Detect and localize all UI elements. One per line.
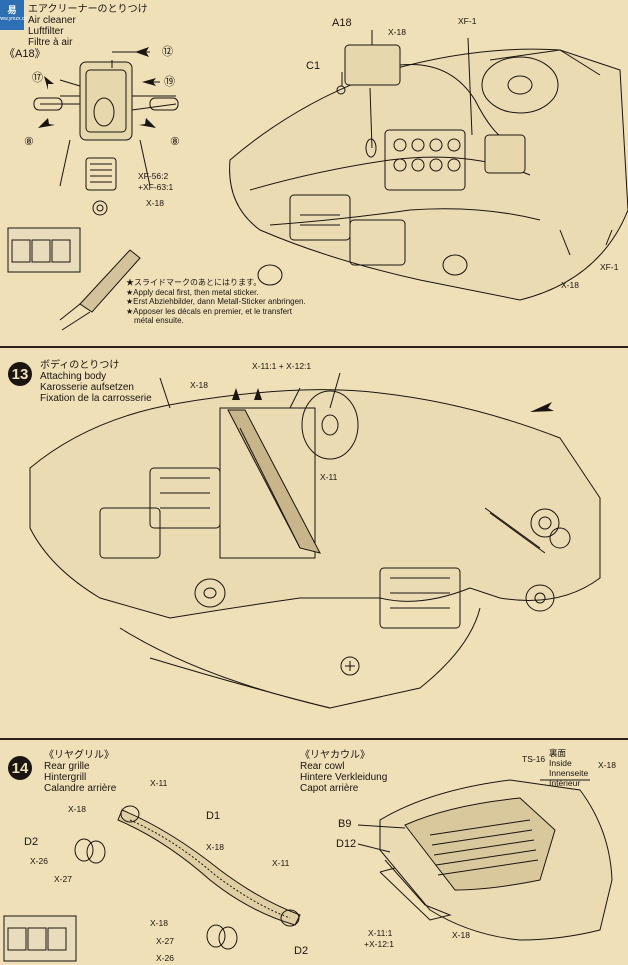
- rear-grille-title-de: Hintergrill: [44, 772, 87, 783]
- step-14-right-title: 《リヤカウル》 Rear cowl Hintere Verkleidung Ca…: [300, 750, 387, 794]
- callout-x18-bottom: X-18: [561, 280, 579, 290]
- callout-xf1-top: XF-1: [458, 16, 477, 26]
- callout-x18-ts: X-18: [598, 760, 616, 770]
- step-13-title-en: Attaching body: [40, 371, 107, 382]
- callout-xf56: XF-56:2: [138, 171, 169, 181]
- callout-12: ⑫: [162, 46, 173, 58]
- callout-x27-b: X-27: [156, 936, 174, 946]
- callout-x18-a: X-18: [68, 804, 86, 814]
- callout-x11-b: X-11: [272, 858, 290, 868]
- step-13-title-jp: ボディのとりつけ: [40, 360, 120, 371]
- callout-x18-cleaner: X-18: [146, 198, 164, 208]
- rear-cowl-title-jp: 《リヤカウル》: [300, 750, 370, 761]
- watermark-text: 易: [7, 5, 17, 15]
- callout-a18: A18: [332, 17, 352, 29]
- decal-note-de: ★Erst Abziehbilder, dann Metall-Sticker …: [126, 297, 306, 306]
- divider-13-14: [0, 738, 628, 740]
- step-12-title-de: Luftfilter: [28, 26, 64, 37]
- decal-notes: ★スライドマークのあとにはります。 ★Apply decal first, th…: [126, 278, 306, 326]
- step-12-panel: エアクリーナーのとりつけ Air cleaner Luftfilter Filt…: [0, 0, 628, 346]
- callout-x11-x12-b: +X-12:1: [364, 939, 395, 949]
- step-12-title-en: Air cleaner: [28, 15, 76, 26]
- step-13-title-de: Karosserie aufsetzen: [40, 382, 134, 393]
- callout-8-left: ⑧: [24, 136, 34, 148]
- decal-note-jp: ★スライドマークのあとにはります。: [126, 278, 262, 287]
- callout-x27-a: X-27: [54, 874, 72, 884]
- callout-a18-box: 《A18》: [4, 48, 46, 60]
- inside-label: 裏面 Inside Innenseite Intérieur: [549, 748, 588, 788]
- callout-8-right: ⑧: [170, 136, 180, 148]
- step-12-title: エアクリーナーのとりつけ Air cleaner Luftfilter Filt…: [28, 4, 148, 48]
- step-14-number: 14: [8, 756, 32, 780]
- rear-grille-title-jp: 《リヤグリル》: [44, 750, 114, 761]
- callout-d2-top: D2: [24, 836, 39, 848]
- step-14-panel: 14 《リヤグリル》 Rear grille Hintergrill Calan…: [0, 740, 628, 965]
- callout-13-x11-x12: X-11:1 + X-12:1: [252, 361, 312, 371]
- step-14-left-title: 《リヤグリル》 Rear grille Hintergrill Calandre…: [44, 750, 116, 794]
- callout-x18-d: X-18: [452, 930, 470, 940]
- inside-fr: Intérieur: [549, 778, 581, 788]
- step-12-title-fr: Filtre à air: [28, 37, 73, 48]
- callout-ts16: TS-16: [522, 754, 546, 764]
- step-13-number: 13: [8, 362, 32, 386]
- watermark-subtext: www.ymzx.cn: [0, 16, 28, 22]
- callout-b9: B9: [338, 818, 352, 830]
- inside-en: Inside: [549, 758, 572, 768]
- step-13-panel: 13 ボディのとりつけ Attaching body Karosserie au…: [0, 348, 628, 738]
- callout-d1: D1: [206, 810, 221, 822]
- decal-note-fr-1: ★Apposer les décals en premier, et le tr…: [126, 306, 292, 316]
- callout-x18-top: X-18: [388, 27, 406, 37]
- divider-12-13: [0, 346, 628, 348]
- callout-d12: D12: [336, 838, 357, 850]
- step-13-artwork: [29, 372, 601, 709]
- callout-13-x11: X-11: [320, 472, 338, 482]
- rear-grille-title-en: Rear grille: [44, 761, 90, 772]
- callout-d2-bottom: D2: [294, 945, 309, 957]
- callout-x26-a: X-26: [30, 856, 48, 866]
- callout-x26-b: X-26: [156, 953, 174, 963]
- rear-grille-title-fr: Calandre arrière: [44, 783, 117, 794]
- watermark-badge: 易 www.ymzx.cn: [0, 0, 28, 30]
- callout-17: ⑰: [32, 72, 43, 84]
- callout-x18-c: X-18: [150, 918, 168, 928]
- step-12-artwork: [7, 30, 628, 331]
- step-14-artwork: [3, 779, 613, 962]
- step-12-title-jp: エアクリーナーのとりつけ: [28, 4, 148, 15]
- callout-x18-b: X-18: [206, 842, 224, 852]
- callout-xf63: +XF-63:1: [138, 182, 174, 192]
- callout-x11-x12-a: X-11:1: [368, 928, 393, 938]
- rear-cowl-title-de: Hintere Verkleidung: [300, 772, 388, 783]
- callout-19: ⑲: [164, 76, 175, 88]
- callout-xf1-right: XF-1: [600, 262, 619, 272]
- decal-note-en: ★Apply decal first, then metal sticker.: [126, 287, 259, 297]
- inside-de: Innenseite: [549, 768, 589, 778]
- callout-13-x18: X-18: [190, 380, 208, 390]
- inside-jp: 裏面: [549, 748, 567, 758]
- step-13-title: ボディのとりつけ Attaching body Karosserie aufse…: [40, 360, 152, 404]
- rear-cowl-title-en: Rear cowl: [300, 761, 345, 772]
- step-13-title-fr: Fixation de la carrosserie: [40, 393, 152, 404]
- callout-c1: C1: [306, 60, 321, 72]
- decal-note-fr-2: métal ensuite.: [134, 316, 184, 325]
- callout-x11-a: X-11: [150, 778, 168, 788]
- rear-cowl-title-fr: Capot arrière: [300, 783, 359, 794]
